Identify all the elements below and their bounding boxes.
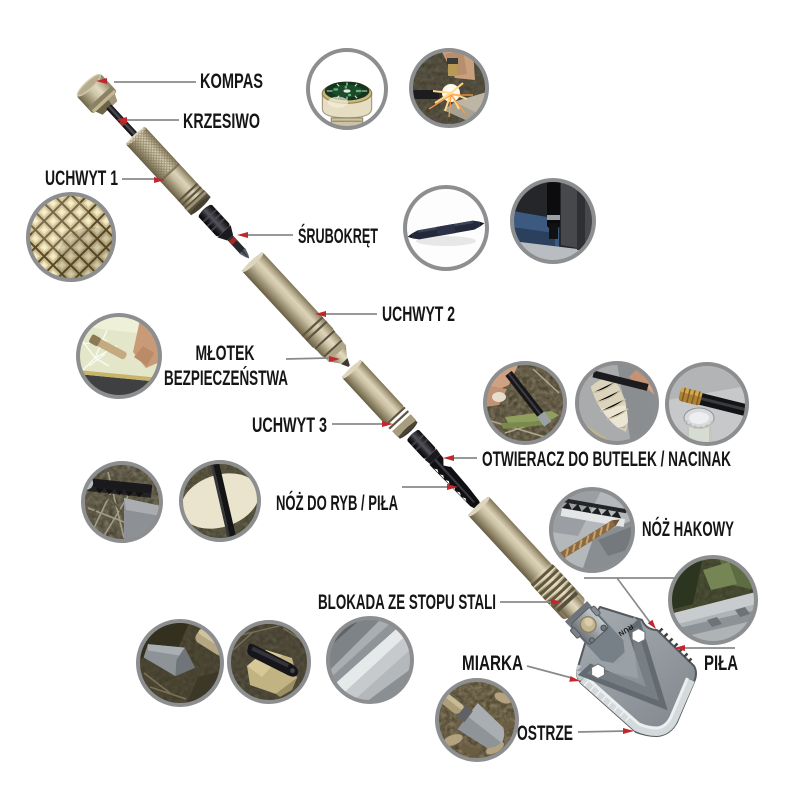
svg-text:PIŁA: PIŁA xyxy=(704,652,738,675)
svg-text:UCHWYT 3: UCHWYT 3 xyxy=(252,414,327,437)
svg-text:MŁOTEK: MŁOTEK xyxy=(196,342,255,365)
svg-text:KRZESIWO: KRZESIWO xyxy=(183,110,260,133)
svg-text:OTWIERACZ DO BUTELEK / NACINAK: OTWIERACZ DO BUTELEK / NACINAK xyxy=(482,448,731,471)
svg-text:MIARKA: MIARKA xyxy=(462,652,523,675)
svg-text:BLOKADA ZE STOPU STALI: BLOKADA ZE STOPU STALI xyxy=(318,591,496,614)
svg-text:OSTRZE: OSTRZE xyxy=(517,722,573,745)
svg-text:BEZPIECZEŃSTWA: BEZPIECZEŃSTWA xyxy=(164,367,288,390)
svg-text:NÓŻ HAKOWY: NÓŻ HAKOWY xyxy=(642,517,734,541)
svg-text:KOMPAS: KOMPAS xyxy=(200,70,263,93)
svg-text:UCHWYT 2: UCHWYT 2 xyxy=(382,303,455,326)
svg-text:NÓŻ DO RYB / PIŁA: NÓŻ DO RYB / PIŁA xyxy=(276,491,398,515)
svg-text:ŚRUBOKRĘT: ŚRUBOKRĘT xyxy=(298,224,378,248)
svg-text:UCHWYT 1: UCHWYT 1 xyxy=(45,167,118,190)
